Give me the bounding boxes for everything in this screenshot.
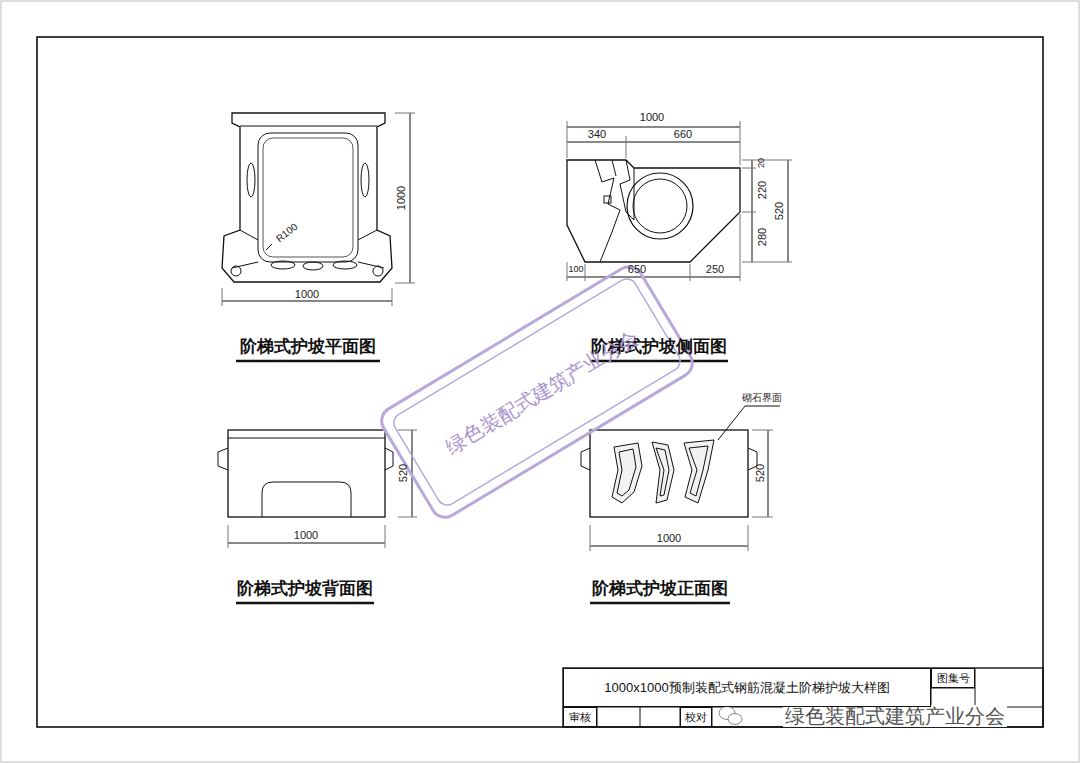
atlas-number-cell: 图集号 bbox=[931, 668, 975, 688]
dimension-text: 250 bbox=[706, 264, 724, 275]
dimension-text: 520 bbox=[774, 202, 785, 220]
dimension-text: 100 bbox=[568, 265, 583, 274]
title-cell: 1000x1000预制装配式钢筋混凝土阶梯护坡大样图 bbox=[563, 668, 931, 707]
cell-text: 校对 bbox=[685, 712, 707, 723]
title-block-grid bbox=[563, 668, 1043, 727]
dimension-text: 220 bbox=[757, 181, 768, 199]
front-view bbox=[581, 406, 780, 551]
view-caption: 阶梯式护坡平面图 bbox=[240, 338, 376, 355]
check-cell: 校对 bbox=[680, 707, 712, 727]
plan-view bbox=[222, 113, 415, 306]
dimension-text: 520 bbox=[755, 464, 766, 482]
view-caption: 阶梯式护坡背面图 bbox=[237, 580, 373, 597]
cell-text: 审核 bbox=[569, 712, 591, 723]
side-view bbox=[567, 121, 792, 281]
review-cell: 审核 bbox=[563, 707, 597, 727]
footer-watermark: 绿色装配式建筑产业分会 bbox=[783, 705, 1007, 727]
caption-underline bbox=[236, 361, 730, 603]
callout-label: 砌石界面 bbox=[742, 393, 782, 403]
wechat-icon bbox=[719, 707, 742, 725]
stamp-watermark bbox=[376, 262, 697, 523]
dimension-text: 650 bbox=[628, 264, 646, 275]
cell-text: 图集号 bbox=[937, 673, 970, 684]
radius-label: R100 bbox=[275, 222, 300, 245]
view-caption: 阶梯式护坡正面图 bbox=[592, 580, 728, 597]
dimension-text: 1000 bbox=[294, 530, 318, 541]
dimension-text: 20 bbox=[757, 158, 766, 168]
dimension-text: 1000 bbox=[396, 186, 407, 210]
dimension-text: 340 bbox=[588, 129, 606, 140]
cell-text: 1000x1000预制装配式钢筋混凝土阶梯护坡大样图 bbox=[604, 681, 889, 694]
dimension-text: 1000 bbox=[640, 112, 664, 123]
back-view bbox=[218, 430, 417, 548]
dimension-text: 1000 bbox=[295, 289, 319, 300]
stamp-text: 绿色装配式建筑产业分会 bbox=[443, 327, 642, 457]
dimension-text: 660 bbox=[674, 129, 692, 140]
drawing-frame bbox=[37, 37, 1043, 727]
dimension-text: 520 bbox=[398, 464, 409, 482]
dimension-text: 280 bbox=[757, 228, 768, 246]
dimension-text: 1000 bbox=[657, 533, 681, 544]
